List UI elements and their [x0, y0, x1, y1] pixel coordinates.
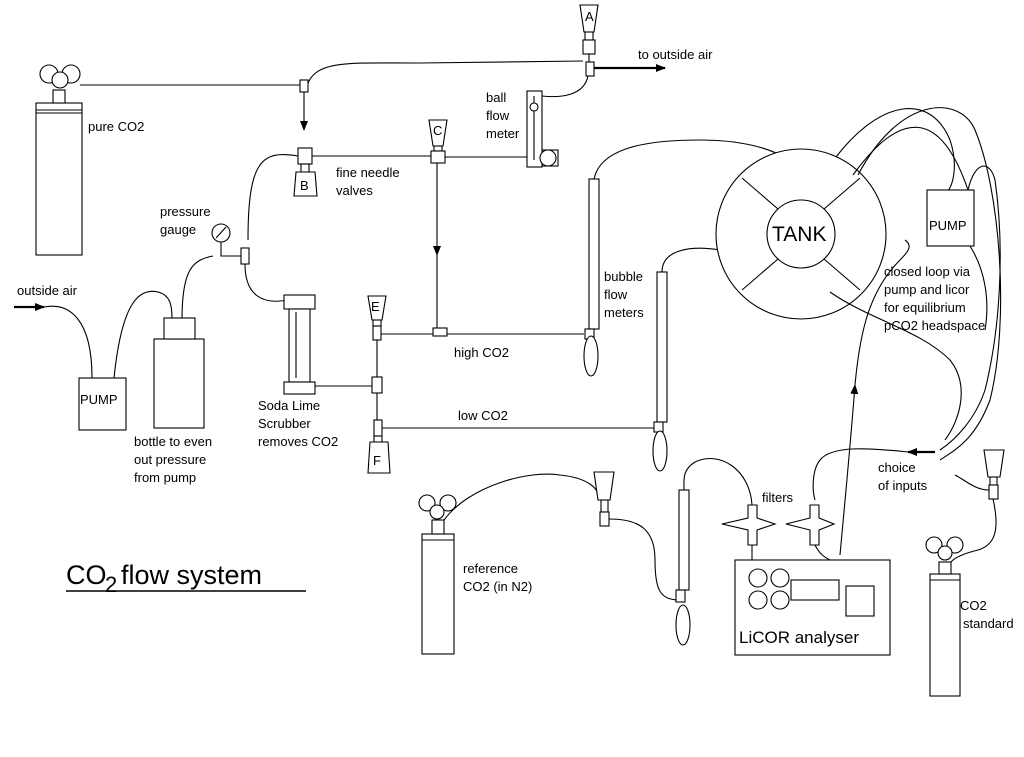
reference-valve[interactable] [593, 471, 615, 527]
soda-lime-label-2: Scrubber [258, 416, 311, 431]
soda-lime-label-1: Soda Lime [258, 398, 320, 413]
needle-valve-e[interactable]: E [367, 295, 387, 341]
bubble-flow-meter-2 [652, 271, 668, 472]
pump-right: PUMP [926, 189, 975, 247]
pump-right-label: PUMP [929, 218, 967, 233]
valve-a-label: A [585, 9, 594, 24]
pure-co2-label: pure CO2 [88, 119, 144, 134]
soda-lime-label-3: removes CO2 [258, 434, 338, 449]
fine-needle-label-2: valves [336, 183, 373, 198]
needle-valve-c[interactable]: C [428, 119, 448, 164]
bubble-label-3: meters [604, 305, 644, 320]
pump-left: PUMP [78, 377, 127, 431]
outlet-junction [585, 61, 595, 77]
filters-label: filters [762, 490, 794, 505]
needle-valve-f[interactable]: F [367, 419, 391, 474]
pressure-gauge-label-1: pressure [160, 204, 211, 219]
standard-label-1: CO2 [960, 598, 987, 613]
bubble-label-1: bubble [604, 269, 643, 284]
bubble-flow-meter-1 [583, 178, 600, 377]
closed-loop-label-3: for equilibrium [884, 300, 966, 315]
to-outside-air-label: to outside air [638, 47, 713, 62]
gauge-tee [240, 247, 250, 265]
title-subscript: 2 [105, 572, 117, 597]
needle-valve-b[interactable]: B [293, 147, 318, 197]
bubble-flow-meter-3 [675, 489, 691, 646]
scrubber-junction [371, 376, 383, 394]
standard-valve[interactable] [983, 449, 1005, 500]
choice-label-1: choice [878, 460, 916, 475]
soda-lime-scrubber [283, 294, 316, 395]
closed-loop-label-2: pump and licor [884, 282, 970, 297]
outside-air-label: outside air [17, 283, 78, 298]
closed-loop-label-1: closed loop via [884, 264, 971, 279]
pump-left-label: PUMP [80, 392, 118, 407]
title-rest: flow system [121, 560, 262, 590]
high-co2-label: high CO2 [454, 345, 509, 360]
valve-e-label: E [371, 299, 380, 314]
pure-co2-cylinder [35, 64, 83, 256]
bottle-label-1: bottle to even [134, 434, 212, 449]
fine-needle-label-1: fine needle [336, 165, 400, 180]
filter-1 [721, 504, 777, 546]
bottle-label-3: from pump [134, 470, 196, 485]
bottle-label-2: out pressure [134, 452, 206, 467]
tank: TANK [715, 148, 887, 320]
bubble-label-2: flow [604, 287, 628, 302]
tank-label: TANK [772, 223, 826, 246]
ball-label-2: flow [486, 108, 510, 123]
reference-co2-cylinder [418, 494, 457, 655]
filter-2 [785, 504, 836, 546]
high-co2-junction [432, 327, 448, 337]
ball-label-1: ball [486, 90, 506, 105]
pressure-bottle [153, 317, 205, 429]
pure-co2-junction [299, 79, 309, 93]
licor-analyser: LiCOR analyser [734, 559, 891, 656]
pressure-gauge [211, 223, 241, 257]
ball-label-3: meter [486, 126, 520, 141]
pressure-gauge-label-2: gauge [160, 222, 196, 237]
reference-label-2: CO2 (in N2) [463, 579, 532, 594]
co2-standard-cylinder [925, 536, 964, 697]
title-main: CO [66, 560, 107, 590]
diagram-title: CO 2 flow system [66, 560, 306, 597]
choice-label-2: of inputs [878, 478, 928, 493]
licor-label: LiCOR analyser [739, 628, 859, 647]
needle-valve-a[interactable]: A [579, 4, 599, 55]
ball-flow-meter [526, 90, 559, 168]
valve-b-label: B [300, 178, 309, 193]
standard-label-2: standard [963, 616, 1014, 631]
valve-f-label: F [373, 453, 381, 468]
closed-loop-label-4: pCO2 headspace [884, 318, 985, 333]
reference-label-1: reference [463, 561, 518, 576]
valve-c-label: C [433, 123, 442, 138]
low-co2-label: low CO2 [458, 408, 508, 423]
